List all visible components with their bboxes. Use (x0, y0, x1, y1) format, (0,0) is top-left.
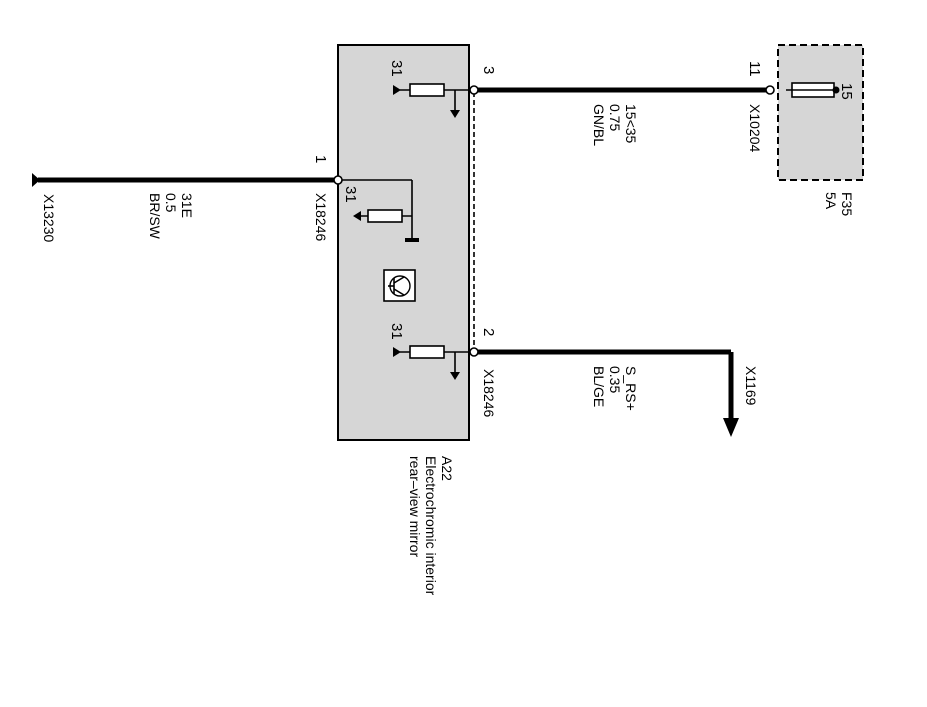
signal-arrow-down (723, 418, 739, 437)
supply-wire-color: GN/BL (591, 104, 607, 146)
fuse-f35-box[interactable] (777, 44, 864, 181)
connector-x1169: X1169 (743, 366, 759, 406)
fuse-rating-label: 5A (823, 192, 839, 210)
supply-wire-gauge: 0.75 (607, 104, 623, 131)
module-name-line1: Electrochromic interior (423, 456, 439, 596)
ground-end-terminal (32, 173, 40, 187)
signal-wire-signal: S_RS+ (623, 366, 639, 411)
pin-1-label: 1 (312, 155, 329, 163)
internal-resistor-2 (342, 179, 419, 242)
pin-2-label: 2 (480, 328, 497, 336)
ground-wire-signal: 31E (179, 193, 195, 218)
module-name-line2: rear–view mirror (407, 456, 423, 557)
supply-connector-terminal (765, 85, 775, 95)
ground-wire-color: BR/SW (147, 193, 163, 240)
fuse-pin-label: 15 (838, 83, 855, 100)
signal-wire-color: BL/GE (591, 366, 607, 407)
fuse-id-label: F35 (839, 192, 855, 216)
photo-sensor-icon (383, 269, 416, 302)
connector-x18246-bottom: X18246 (481, 369, 497, 417)
supply-wire-signal: 15<35 (623, 104, 639, 144)
module-a22-box[interactable] (337, 44, 470, 441)
connector-x18246-top: X18246 (313, 193, 329, 241)
ground-label-1: 31 (388, 60, 405, 77)
internal-resistor-1 (393, 83, 470, 118)
pin-3-label: 3 (480, 66, 497, 74)
fuse-pin-dot (832, 86, 840, 94)
ground-label-3: 31 (388, 323, 405, 340)
connector-x10204: X10204 (747, 104, 763, 152)
pin-1-terminal (333, 175, 343, 185)
fuse-connector-pin-label: 11 (746, 61, 763, 77)
module-id-label: A22 (439, 456, 455, 481)
ground-label-2: 31 (342, 186, 359, 203)
signal-wire-gauge: 0.35 (607, 366, 623, 393)
connector-x13230: X13230 (41, 194, 57, 242)
internal-resistor-3 (393, 345, 470, 380)
pin-3-terminal (469, 85, 479, 95)
ground-wire-gauge: 0.5 (163, 193, 179, 213)
pin-2-terminal (469, 347, 479, 357)
